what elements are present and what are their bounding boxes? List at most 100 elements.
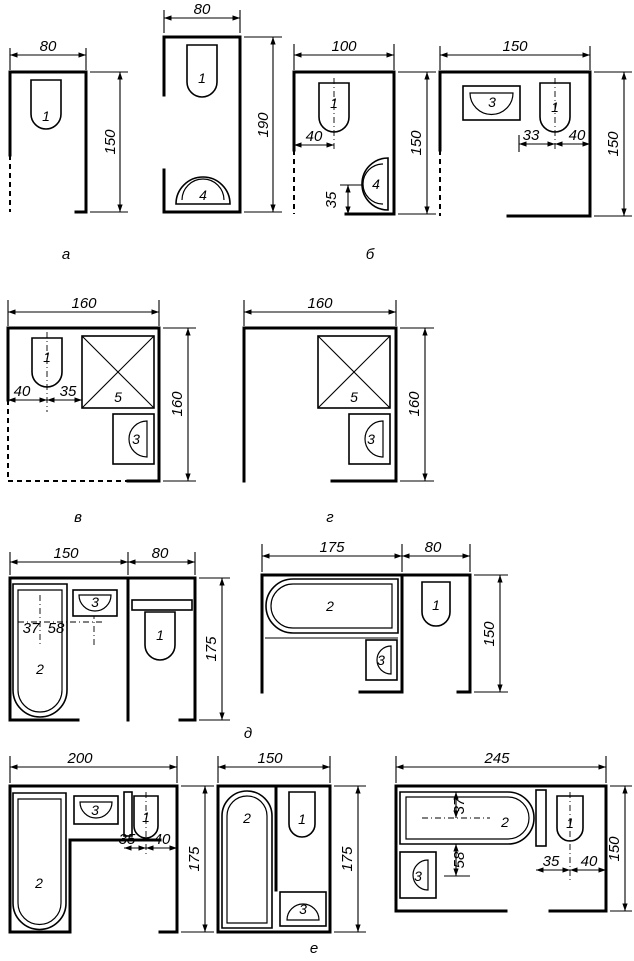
caption-d: д	[244, 725, 252, 742]
plan-b1-width-label: 100	[331, 38, 357, 55]
caption-v: в	[74, 509, 82, 526]
plan-b2-offset-left-label: 33	[523, 127, 540, 144]
plan-e2-walls	[216, 784, 332, 934]
plan-b1-walls	[292, 70, 396, 216]
washbasin-label: 3	[488, 94, 496, 110]
plan-b1-tray-offset-label: 35	[323, 191, 340, 208]
bathtub-label: 2	[242, 810, 251, 826]
plan-a2-width-label: 80	[194, 1, 211, 18]
plan-v-walls	[6, 326, 161, 483]
plan-d1-offset-a-label: 37	[23, 620, 40, 637]
plan-a2-depth-label: 190	[255, 112, 272, 138]
plan-v-offset-left-label: 40	[14, 383, 31, 400]
plan-b2-width-label: 150	[502, 38, 528, 55]
toilet-label: 1	[142, 809, 150, 825]
plan-a2-walls	[162, 35, 242, 214]
plan-e3: 245 150 2 37 58 3 1 35 40	[394, 750, 632, 913]
plan-b2-walls	[438, 70, 592, 218]
washbasin-label: 3	[299, 901, 307, 917]
washbasin-label: 3	[367, 431, 375, 447]
bidet-tray-label: 4	[199, 187, 207, 203]
plan-d1: 150 80 175 2 37 58 3 1	[8, 545, 230, 722]
toilet-fixture	[288, 791, 316, 838]
plan-d1-width-b-label: 80	[152, 545, 169, 562]
plan-a2: 80 190 1 4	[162, 1, 282, 214]
plan-b2-depth-label: 150	[605, 131, 622, 157]
plan-v-depth-label: 160	[169, 391, 186, 417]
plan-e1-offset-left-label: 35	[119, 831, 136, 848]
washbasin-label: 3	[414, 868, 422, 884]
washbasin-fixture	[365, 639, 398, 681]
toilet-fixture	[421, 581, 451, 627]
plan-d1-walls-right	[126, 576, 197, 722]
washbasin-label: 3	[91, 802, 99, 818]
bathtub-fixture	[265, 578, 399, 634]
plan-d2-width-a-label: 175	[319, 539, 345, 556]
plan-b1-depth-label: 150	[408, 130, 425, 156]
toilet-label: 1	[156, 627, 164, 643]
caption-a: а	[62, 246, 70, 263]
bidet-tray-label: 4	[372, 176, 380, 192]
plan-b2: 150 150 3 1 33 40	[438, 38, 632, 218]
washbasin-label: 3	[377, 652, 385, 668]
toilet-label: 1	[198, 70, 206, 86]
plan-e1-offset-right-label: 40	[154, 831, 171, 848]
caption-g: г	[326, 509, 334, 526]
plan-e2-depth-label: 175	[339, 846, 356, 872]
bathtub-fixture	[12, 792, 67, 931]
bathtub-label: 2	[34, 875, 43, 891]
plan-d1-width-a-label: 150	[53, 545, 79, 562]
plan-a1-width-label: 80	[40, 38, 57, 55]
washbasin-fixture	[399, 851, 437, 899]
screen-partition	[535, 789, 547, 847]
toilet-fixture	[144, 611, 176, 661]
plan-d1-offset-b-label: 58	[48, 620, 65, 637]
toilet-label: 1	[42, 108, 50, 124]
washbasin-label: 3	[132, 431, 140, 447]
plan-b1: 100 150 1 40 4 35	[292, 38, 436, 216]
plan-e1-walls-top	[68, 784, 179, 934]
bathtub-label: 2	[500, 814, 509, 830]
shower-label: 5	[350, 389, 358, 405]
plan-a1: 80 150 1	[8, 38, 128, 214]
toilet-label: 1	[330, 95, 338, 111]
toilet-label: 1	[432, 597, 440, 613]
plan-v-width-label: 160	[71, 295, 97, 312]
shower-label: 5	[114, 389, 122, 405]
plan-e3-offset-v1-label: 37	[451, 797, 468, 814]
plan-e1-width-label: 200	[66, 750, 93, 767]
washbasin-fixture	[73, 795, 119, 825]
toilet-fixture	[186, 44, 218, 98]
plan-e3-width-label: 245	[483, 750, 510, 767]
plan-e2: 150 175 2 1 3	[216, 750, 366, 934]
washbasin-label: 3	[91, 594, 99, 610]
plan-e3-offset-v2-label: 58	[451, 851, 468, 868]
bathtub-label: 2	[325, 598, 334, 614]
toilet-label: 1	[43, 349, 51, 365]
washbasin-fixture	[72, 589, 118, 617]
plan-e1: 200 175 2 3 1 35 40	[8, 750, 214, 934]
plan-v-offset-right-label: 35	[60, 383, 77, 400]
plan-d2-walls	[260, 573, 472, 694]
plan-g-width-label: 160	[307, 295, 333, 312]
plan-e1-walls-left	[8, 784, 162, 934]
bathtub-fixture	[221, 790, 273, 929]
screen-partition	[123, 791, 133, 837]
plan-d2-inner-wall	[358, 573, 404, 694]
plan-e3-offset-right-label: 40	[581, 853, 598, 870]
caption-b: б	[366, 246, 375, 263]
toilet-label: 1	[566, 815, 574, 831]
plan-a1-depth-label: 150	[102, 129, 119, 155]
plan-b1-toilet-offset-label: 40	[306, 128, 323, 145]
plan-d2-width-b-label: 80	[425, 539, 442, 556]
plan-e1-depth-label: 175	[186, 846, 203, 872]
caption-e: е	[310, 940, 318, 957]
plan-b2-offset-right-label: 40	[569, 127, 586, 144]
plan-d2-depth-label: 150	[481, 621, 498, 647]
plan-a1-walls	[8, 70, 88, 214]
screen-partition	[131, 599, 193, 611]
plan-e3-walls-right	[394, 784, 608, 913]
plan-e3-walls	[394, 784, 508, 913]
plan-g-walls	[242, 326, 398, 483]
